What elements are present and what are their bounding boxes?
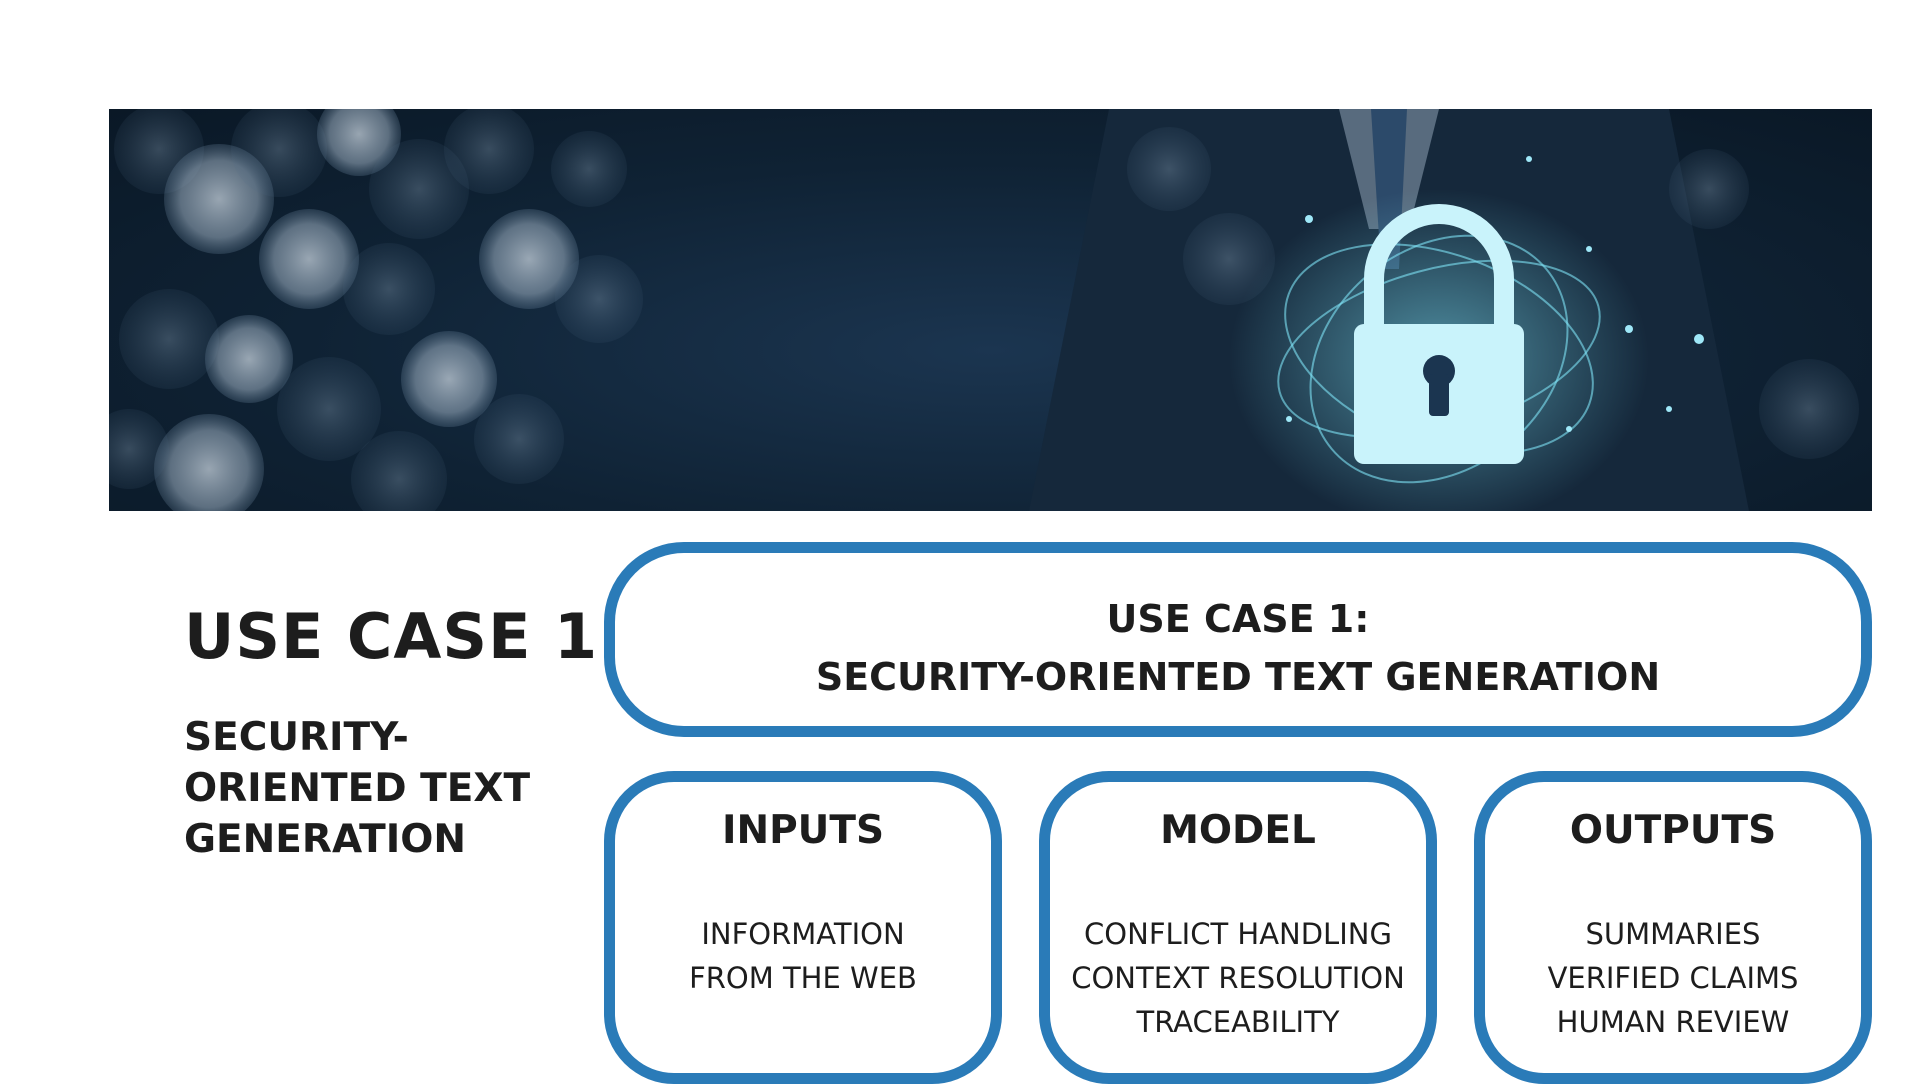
outputs-list: SUMMARIES VERIFIED CLAIMS HUMAN REVIEW: [1485, 912, 1861, 1044]
inputs-item: INFORMATION: [701, 917, 905, 951]
outputs-card: OUTPUTS SUMMARIES VERIFIED CLAIMS HUMAN …: [1474, 771, 1872, 1084]
model-title: MODEL: [1160, 808, 1316, 853]
header-line-1: USE CASE 1:: [1106, 597, 1370, 641]
padlock-icon: [1354, 204, 1524, 464]
sparkle-dots: [1286, 156, 1704, 432]
outputs-title: OUTPUTS: [1569, 808, 1777, 853]
use-case-header-box: USE CASE 1: SECURITY-ORIENTED TEXT GENER…: [604, 542, 1872, 737]
inputs-title: INPUTS: [721, 808, 885, 853]
use-case-subtitle: SECURITY- ORIENTED TEXT GENERATION: [184, 715, 531, 862]
use-case-title: USE CASE 1: [184, 600, 599, 673]
model-item: TRACEABILITY: [1136, 1005, 1340, 1039]
security-banner-image: [109, 109, 1872, 511]
banner-illustration: [109, 109, 1859, 511]
inputs-list: INFORMATION FROM THE WEB: [615, 912, 991, 1000]
inputs-item: FROM THE WEB: [689, 961, 917, 995]
outputs-item: SUMMARIES: [1585, 917, 1761, 951]
model-item: CONTEXT RESOLUTION: [1071, 961, 1405, 995]
inputs-card: INPUTS INFORMATION FROM THE WEB: [604, 771, 1002, 1084]
model-card: MODEL CONFLICT HANDLING CONTEXT RESOLUTI…: [1039, 771, 1437, 1084]
bokeh-lights: [109, 109, 1859, 511]
outputs-item: HUMAN REVIEW: [1556, 1005, 1790, 1039]
model-item: CONFLICT HANDLING: [1084, 917, 1392, 951]
outputs-item: VERIFIED CLAIMS: [1547, 961, 1799, 995]
model-list: CONFLICT HANDLING CONTEXT RESOLUTION TRA…: [1050, 912, 1426, 1044]
header-line-2: SECURITY-ORIENTED TEXT GENERATION: [815, 655, 1661, 699]
